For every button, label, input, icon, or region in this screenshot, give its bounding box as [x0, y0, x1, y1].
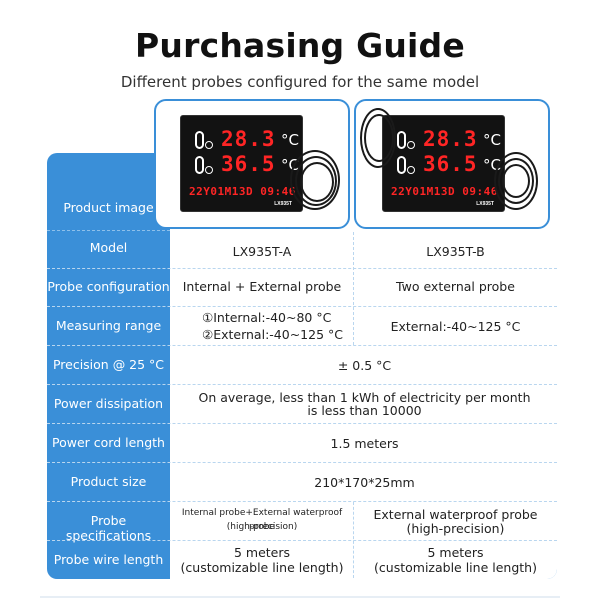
- product-size-value: 210*170*25mm: [314, 475, 415, 490]
- device-model-tag: LX935T: [476, 201, 494, 207]
- label-power-cord-length: Power cord length: [52, 435, 165, 450]
- probe-config-a: Internal + External probe: [182, 279, 342, 294]
- probe-2-icon: [205, 166, 213, 174]
- row-divider: [47, 540, 557, 541]
- column-divider: [353, 232, 354, 345]
- power-cord-length-value: 1.5 meters: [330, 436, 399, 451]
- label-power-dissipation: Power dissipation: [53, 396, 164, 411]
- led-temp-external: 36.5: [423, 152, 478, 176]
- row-divider: [47, 423, 557, 424]
- row-divider: [47, 384, 557, 385]
- probe-cable: [502, 164, 530, 198]
- unit-label: °C: [281, 131, 299, 149]
- led-temp-internal: 28.3: [423, 127, 478, 151]
- probe-wire-a-line1: 5 meters: [233, 545, 291, 560]
- label-probe-specifications: Probe specifications: [65, 513, 152, 543]
- probe-spec-b-line1: External waterproof probe: [373, 507, 538, 522]
- probe-cable: [364, 114, 394, 162]
- label-probe-configuration: Probe configuration: [47, 279, 170, 294]
- power-dissipation-line2: is less than 10000: [307, 403, 422, 418]
- led-temp-internal: 28.3: [221, 127, 276, 151]
- row-divider: [47, 345, 557, 346]
- row-divider: [47, 230, 170, 231]
- product-image-a: 28.3 °C 36.5 °C 22Y01M13D 09:46 LX935T: [180, 115, 303, 212]
- led-temp-external: 36.5: [221, 152, 276, 176]
- probe-cable: [295, 156, 337, 206]
- measuring-range-a-internal: ①Internal:-40~80 °C: [202, 310, 332, 325]
- column-divider: [353, 502, 354, 578]
- probe-1-icon: [407, 141, 415, 149]
- probe-1-icon: [205, 141, 213, 149]
- label-measuring-range: Measuring range: [55, 318, 162, 333]
- probe-config-b: Two external probe: [396, 279, 515, 294]
- footer-divider: [40, 596, 560, 598]
- probe-spec-a-line1: Internal probe+External waterproof probe: [181, 508, 343, 532]
- model-b: LX935T-B: [426, 244, 485, 259]
- probe-2-icon: [407, 166, 415, 174]
- probe-cable: [494, 152, 538, 210]
- probe-cable: [360, 108, 396, 168]
- led-date-time: 22Y01M13D 09:46: [391, 185, 498, 198]
- measuring-range-a-external: ②External:-40~125 °C: [202, 327, 343, 342]
- page-title: Purchasing Guide: [135, 26, 465, 65]
- page-subtitle: Different probes configured for the same…: [120, 73, 480, 91]
- thermometer-icon: [397, 156, 406, 174]
- model-a: LX935T-A: [232, 244, 292, 259]
- probe-wire-b-line2: (customizable line length): [374, 560, 537, 575]
- led-date-time: 22Y01M13D 09:46: [189, 185, 296, 198]
- product-image-b: 28.3 °C 36.5 °C 22Y01M13D 09:46 LX935T: [382, 115, 505, 212]
- probe-cable: [498, 158, 534, 204]
- row-divider: [47, 462, 557, 463]
- label-precision: Precision @ 25 °C: [52, 357, 165, 372]
- thermometer-icon: [195, 156, 204, 174]
- device-model-tag: LX935T: [274, 201, 292, 207]
- probe-cable: [300, 162, 334, 202]
- label-model: Model: [89, 240, 128, 255]
- row-divider: [47, 268, 557, 269]
- unit-label: °C: [483, 131, 501, 149]
- probe-cable: [290, 150, 340, 210]
- thermometer-icon: [397, 131, 406, 149]
- probe-wire-b-line1: 5 meters: [427, 545, 484, 560]
- precision-value: ± 0.5 °C: [337, 358, 392, 373]
- label-product-image: Product image: [63, 200, 154, 215]
- measuring-range-b: External:-40~125 °C: [390, 319, 521, 334]
- probe-wire-a-line2: (customizable line length): [180, 560, 344, 575]
- thermometer-icon: [195, 131, 204, 149]
- row-divider: [47, 306, 557, 307]
- row-divider: [47, 501, 557, 502]
- power-dissipation-line1: On average, less than 1 kWh of electrici…: [198, 390, 531, 405]
- label-product-size: Product size: [70, 474, 147, 489]
- label-probe-wire-length: Probe wire length: [53, 552, 164, 567]
- probe-spec-a-line2: (high-precision): [226, 522, 298, 532]
- probe-spec-b-line2: (high-precision): [406, 521, 505, 536]
